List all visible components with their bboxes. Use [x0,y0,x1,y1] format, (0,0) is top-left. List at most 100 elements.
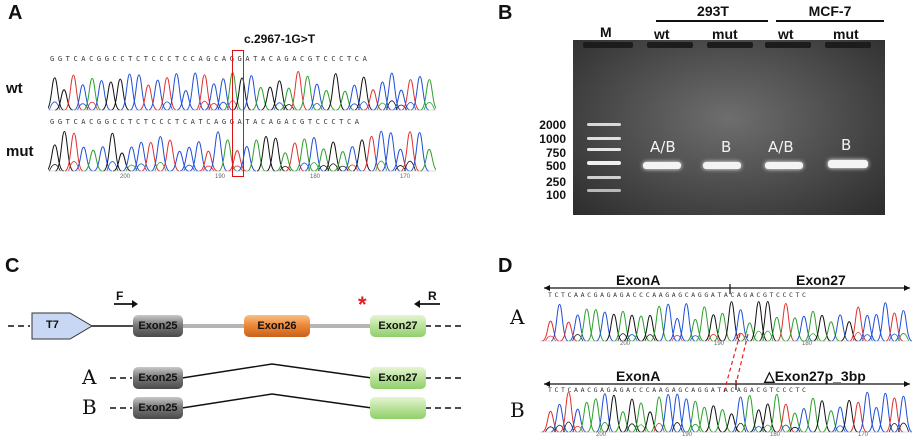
trace-peak [632,315,650,342]
trace-peak [141,142,161,172]
trace-peak [572,334,584,342]
trace-peak [563,421,575,433]
lane-label-marker: M [600,24,612,40]
trace-peak [653,422,665,433]
splice-junction-a [181,363,373,379]
trace-peak [327,163,340,172]
sample-band [703,162,741,169]
tick-label: 190 [714,341,725,347]
trace-peak [550,403,569,433]
trace-peak [375,160,388,172]
trace-peak [373,81,392,111]
trace-peak [295,138,314,172]
trace-peak [545,335,557,342]
band-label: B [721,138,732,156]
trace-peak [317,90,336,111]
trace-peak [419,148,436,172]
trace-peak [885,397,904,433]
tick-label: 200 [120,174,131,180]
trace-peak [762,330,774,342]
exon25-box: Exon25 [133,315,183,337]
exon26-box: Exon26 [244,315,310,337]
trace-peak [400,131,420,172]
trace-peak [86,101,98,111]
tick-label: 180 [770,432,781,438]
trace-peak [858,314,877,342]
sample-band [765,162,803,169]
trace-peak [54,89,74,111]
trace-peak [695,406,714,433]
trace-peak [867,407,886,433]
trace-peak [358,101,370,111]
trace-peak [392,89,411,111]
ladder-250: 250 [545,175,566,189]
trace-peak [897,333,910,342]
trace-peak [617,333,629,342]
trace-peak [559,391,578,433]
cell-line-underline [656,20,768,22]
trace-peak [345,84,364,111]
arrowhead [544,285,550,291]
trace-peak [541,410,560,433]
band-label: A/B [650,138,676,156]
trace-peak [48,164,61,172]
trace-peak [831,314,849,342]
panel-c-letter: C [5,255,20,277]
trace-peak [170,150,189,172]
trace-peak [689,335,701,342]
header-exon27: Exon27 [796,272,846,288]
trace-peak [822,321,840,342]
trace-peak [572,425,584,433]
trace-peak [541,320,560,342]
trace-peak [885,312,904,342]
trace-peak [731,309,750,342]
trace-peak [204,83,224,111]
trace-peak [786,412,804,433]
trace-peak [577,308,596,342]
panel-d-letter: D [498,255,513,277]
deletion-guide [735,333,749,385]
trace-peak [849,401,868,433]
trace-peak [112,152,132,172]
ladder-1000: 1000 [539,132,566,146]
primer-f-label: F [116,289,124,303]
sequence-d-bottom: TCTCAACGAGAGACCCAAGAGCAGGATACAGACGTCCCTC [548,386,809,394]
ladder-2000: 2000 [539,118,566,132]
cell-line-293t: 293T [697,3,729,19]
trace-peak [852,332,864,342]
trace-peak [102,132,123,172]
trace-peak [789,426,801,433]
exon25-box: Exon25 [133,367,183,389]
trace-peak [64,74,83,111]
row-label-mut: mut [6,143,34,160]
trace-peak [283,104,295,111]
exon25-box: Exon25 [133,397,183,419]
trace-peak [689,423,701,433]
sequence-wt: GGTCACGGCCTCTCCCTCCAGCAGGATACAGACGTCCCTC… [50,55,371,63]
exon-diagram [8,300,462,409]
mutation-asterisk: * [358,292,367,317]
trace-peak [92,80,111,111]
trace-peak [635,424,647,433]
trace-peak [550,303,569,342]
well [583,42,633,48]
trace-peak [704,314,723,342]
sample-band [643,162,681,169]
trace-peak [326,73,346,111]
trace-peak [568,408,587,433]
trace-peak [273,102,286,111]
trace-peak [82,77,102,111]
trace-peak [352,139,372,172]
trace-peak [83,149,103,172]
trace-peak [559,321,578,342]
well [765,42,811,48]
cell-line-mcf7: MCF-7 [808,3,852,19]
trace-peak [154,161,167,172]
trace-peak [232,77,252,111]
well [707,42,753,48]
trace-peak [346,164,359,172]
trace-peak [762,424,774,433]
trace-peak [185,72,205,111]
trace-peak [73,84,92,111]
lane-label-wt: wt [654,26,670,42]
